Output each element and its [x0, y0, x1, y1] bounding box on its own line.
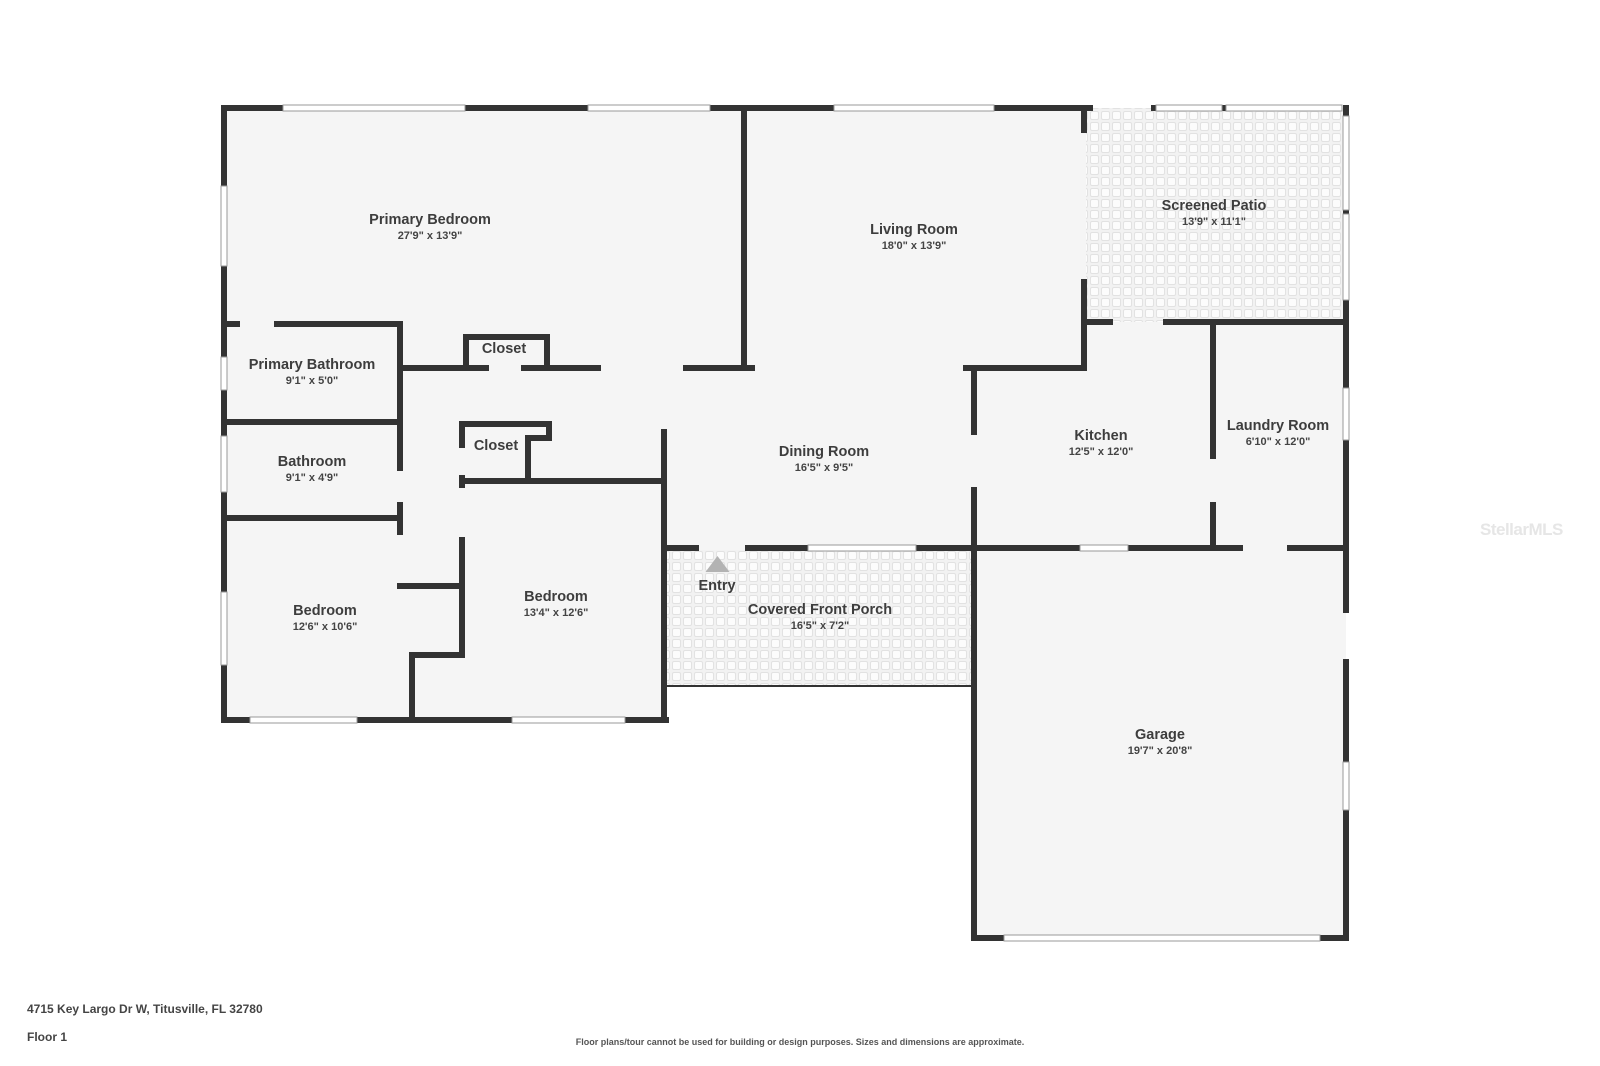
room-name: Garage [1135, 727, 1185, 743]
room-name: Bathroom [277, 454, 347, 470]
windows [220, 104, 1350, 942]
room-garage: Garage 19'7" x 20'8" [1128, 727, 1193, 758]
entry-arrow-icon [704, 556, 729, 572]
room-bathroom: Bathroom 9'1" x 4'9" [278, 454, 346, 485]
room-dimensions: 13'9" x 11'1" [1181, 216, 1246, 228]
room-closet-hall: Closet [474, 438, 518, 455]
entry-label: Entry [698, 578, 736, 594]
room-name: Covered Front Porch [747, 602, 893, 618]
room-laundry-room: Laundry Room 6'10" x 12'0" [1227, 418, 1329, 449]
room-screened-patio: Screened Patio 13'9" x 11'1" [1162, 198, 1267, 229]
room-covered-front-porch: Covered Front Porch 16'5" x 7'2" [748, 602, 892, 633]
entry-marker: Entry [698, 556, 736, 595]
room-dimensions: 13'4" x 12'6" [523, 607, 589, 619]
walls [221, 105, 1349, 941]
room-dimensions: 27'9" x 13'9" [397, 230, 463, 242]
disclaimer: Floor plans/tour cannot be used for buil… [575, 1037, 1025, 1047]
room-dimensions: 6'10" x 12'0" [1245, 436, 1311, 448]
room-name: Primary Bedroom [369, 212, 491, 228]
room-dimensions: 16'5" x 7'2" [790, 620, 850, 632]
room-dimensions: 9'1" x 4'9" [285, 472, 339, 484]
room-living-room: Living Room 18'0" x 13'9" [870, 222, 958, 253]
watermark: StellarMLS [1480, 520, 1563, 539]
room-dimensions: 16'5" x 9'5" [794, 462, 854, 474]
room-name: Living Room [870, 222, 958, 238]
room-name: Primary Bathroom [248, 357, 376, 373]
room-primary-bathroom: Primary Bathroom 9'1" x 5'0" [249, 357, 376, 388]
room-closet-primary: Closet [482, 341, 526, 358]
room-name: Laundry Room [1226, 418, 1330, 434]
room-primary-bedroom: Primary Bedroom 27'9" x 13'9" [369, 212, 491, 243]
room-dimensions: 12'6" x 10'6" [292, 621, 358, 633]
floor-label: Floor 1 [27, 1030, 68, 1044]
room-dimensions: 12'5" x 12'0" [1068, 446, 1134, 458]
room-dimensions: 9'1" x 5'0" [285, 375, 339, 387]
room-dimensions: 18'0" x 13'9" [881, 240, 947, 252]
room-kitchen: Kitchen 12'5" x 12'0" [1069, 428, 1134, 459]
room-bedroom-1: Bedroom 12'6" x 10'6" [293, 603, 358, 634]
room-name: Bedroom [293, 603, 357, 619]
room-name: Closet [481, 341, 527, 357]
room-dimensions: 19'7" x 20'8" [1127, 745, 1193, 757]
room-name: Bedroom [524, 589, 588, 605]
property-address: 4715 Key Largo Dr W, Titusville, FL 3278… [27, 1002, 263, 1016]
room-name: Kitchen [1074, 428, 1128, 444]
room-name: Dining Room [778, 444, 870, 460]
room-name: Screened Patio [1161, 198, 1267, 214]
room-name: Closet [473, 438, 519, 454]
room-dining-room: Dining Room 16'5" x 9'5" [779, 444, 869, 475]
room-bedroom-2: Bedroom 13'4" x 12'6" [524, 589, 589, 620]
